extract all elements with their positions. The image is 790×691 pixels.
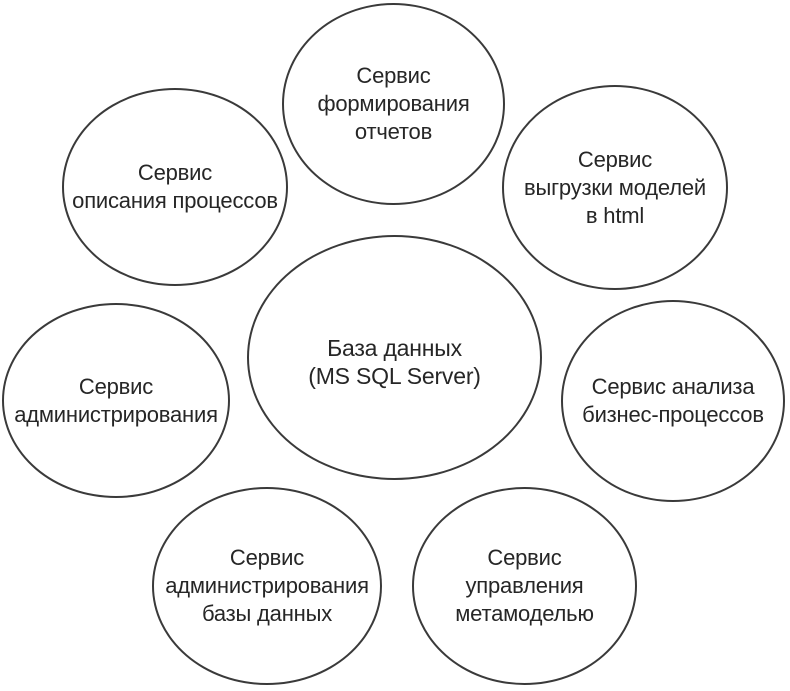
node-label-line: формирования: [317, 91, 470, 116]
node-label-line: Сервис: [356, 63, 431, 88]
node-label-line: администрирования: [14, 401, 218, 427]
node-metamodel-management: Сервис управления метамоделью: [412, 487, 637, 685]
node-process-description: Сервис описания процессов: [62, 88, 288, 286]
node-report-generation: Сервис формирования отчетов: [282, 3, 505, 205]
node-label-line: выгрузки моделей: [523, 174, 706, 200]
node-label-line: (MS SQL Server): [308, 363, 481, 389]
node-label-line: Сервис: [78, 373, 154, 399]
node-business-process-analysis: Сервис анализа бизнес-процессов: [561, 300, 785, 502]
node-label-line: Сервис: [487, 545, 562, 570]
node-label-line: базы данных: [201, 601, 333, 626]
node-administration: Сервис администрирования: [2, 303, 230, 498]
node-label-line: описания процессов: [72, 188, 278, 213]
node-label-line: Сервис: [229, 545, 305, 570]
node-label-line: Сервис: [577, 146, 653, 172]
node-label-line: Сервис: [137, 160, 213, 185]
node-label-line: База данных: [327, 335, 462, 361]
node-label-line: в html: [585, 202, 645, 228]
node-label-line: администрирования: [165, 573, 369, 598]
node-label-line: бизнес-процессов: [582, 402, 764, 427]
node-html-model-export: Сервис выгрузки моделей в html: [502, 85, 728, 290]
node-label-line: метамоделью: [455, 601, 594, 626]
node-database: База данных (MS SQL Server): [247, 235, 542, 480]
node-label-line: Сервис анализа: [591, 374, 755, 399]
node-db-administration: Сервис администрирования базы данных: [152, 487, 382, 685]
node-label-line: отчетов: [354, 119, 433, 144]
node-label-line: управления: [465, 573, 584, 598]
